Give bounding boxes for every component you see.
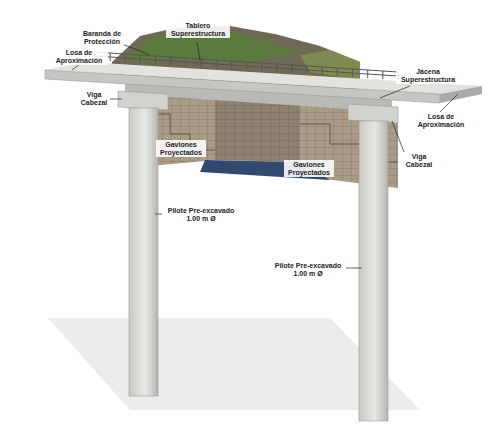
part-label: Losa de Aproximación — [50, 48, 108, 65]
part-label: Losa de Aproximación — [412, 112, 470, 129]
part-label: Jácena Superestructura — [396, 67, 460, 84]
bored-pile — [129, 108, 158, 396]
part-label: Pilote Pre-excavado 1.00 m Ø — [163, 206, 239, 223]
approach-slab-end — [440, 86, 482, 103]
vegetation — [300, 50, 360, 80]
part-label: Viga Cabezal — [402, 152, 436, 169]
cap-beam — [348, 104, 398, 123]
part-label: Gaviones Proyectados — [284, 160, 334, 177]
part-label: Gaviones Proyectados — [156, 140, 206, 157]
part-label: Baranda de Protección — [80, 29, 124, 46]
part-label: Viga Cabezal — [78, 90, 110, 107]
part-label: Tablero Superestructura — [166, 21, 230, 38]
gabion-wall — [215, 98, 300, 162]
bored-pile — [359, 121, 388, 421]
railing — [95, 52, 398, 80]
part-label: Pilote Pre-excavado 1.00 m Ø — [270, 261, 346, 278]
cap-beam — [118, 91, 168, 110]
